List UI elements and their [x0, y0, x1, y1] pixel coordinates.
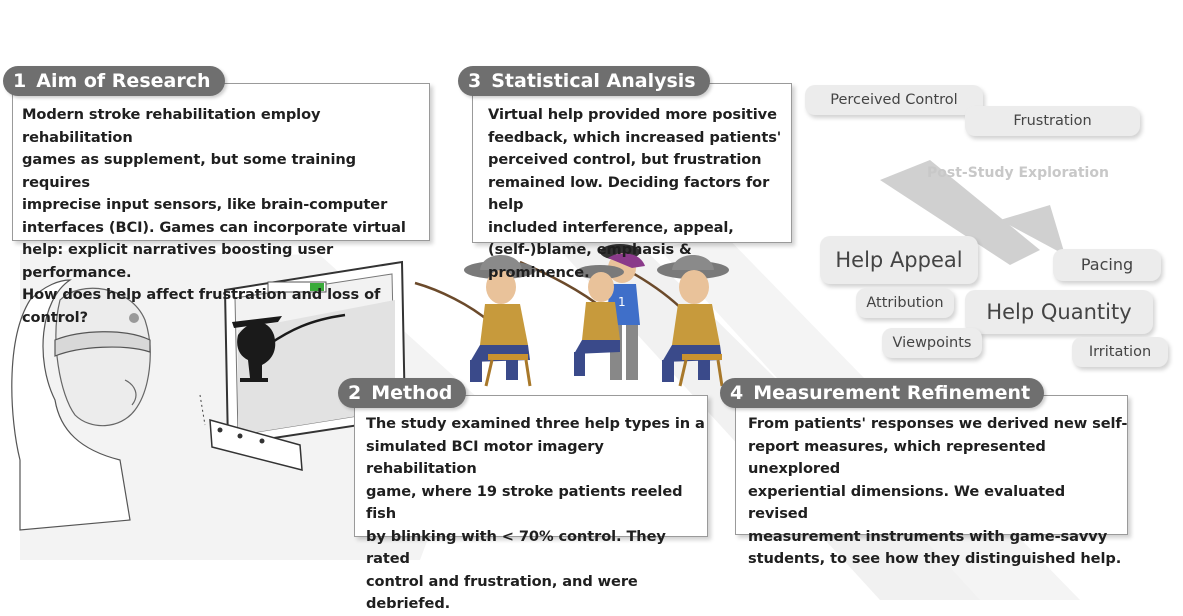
aim-line: interfaces (BCI). Games can incorporate … — [22, 218, 406, 236]
analysis-heading: 3 Statistical Analysis — [458, 66, 710, 96]
tag-irritation: Irritation — [1072, 337, 1168, 367]
analysis-line: remained low. Deciding factors for help — [488, 173, 770, 214]
section-title: Aim of Research — [36, 70, 211, 92]
aim-text: Modern stroke rehabilitation employ reha… — [22, 104, 427, 329]
section-title: Method — [371, 382, 453, 404]
patient-illustration — [11, 279, 151, 531]
exploration-label: Post-Study Exploration — [927, 165, 1109, 181]
tag-help-quantity: Help Quantity — [965, 290, 1153, 334]
method-line: by blinking with < 70% control. They rat… — [366, 527, 666, 568]
method-panel — [354, 395, 708, 537]
background-arrow — [1000, 205, 1065, 255]
analysis-line: feedback, which increased patients' — [488, 128, 782, 146]
aim-line: help: explicit narratives boosting user … — [22, 241, 334, 281]
aim-line: Modern stroke rehabilitation employ reha… — [22, 106, 321, 146]
refinement-panel — [735, 395, 1128, 535]
tag-frustration: Frustration — [965, 106, 1140, 136]
method-line: game, where 19 stroke patients reeled fi… — [366, 482, 683, 523]
method-heading: 2 Method — [338, 378, 467, 408]
section-number: 2 — [348, 382, 362, 404]
refinement-line: From patients' responses we derived new … — [748, 415, 1128, 432]
refinement-text: From patients' responses we derived new … — [748, 413, 1128, 571]
section-number: 4 — [730, 382, 744, 404]
analysis-panel — [472, 83, 792, 243]
refinement-heading: 4 Measurement Refinement — [720, 378, 1045, 408]
section-number: 3 — [468, 70, 482, 92]
tag-viewpoints: Viewpoints — [882, 328, 982, 358]
analysis-line: included interference, appeal, — [488, 218, 734, 236]
method-line: simulated BCI motor imagery rehabilitati… — [366, 437, 604, 478]
monitor-illustration — [199, 260, 407, 471]
refinement-line: students, to see how they distinguished … — [748, 550, 1122, 567]
tag-attribution: Attribution — [856, 288, 954, 318]
analysis-text: Virtual help provided more positive feed… — [488, 104, 788, 284]
aim-panel — [12, 83, 430, 241]
method-line: control and frustration, and were debrie… — [366, 572, 638, 613]
aim-line: imprecise input sensors, like brain-comp… — [22, 196, 388, 213]
analysis-line: (self-)blame, emphasis & prominence. — [488, 241, 692, 281]
background-arrow — [880, 160, 1040, 265]
tag-pacing: Pacing — [1053, 249, 1161, 281]
refinement-line: measurement instruments with game-savvy — [748, 527, 1108, 545]
aim-line: How does help affect frustration and los… — [22, 286, 381, 326]
svg-text:1: 1 — [618, 295, 626, 309]
refinement-line: report measures, which represented unexp… — [748, 437, 1046, 478]
refinement-line: experiential dimensions. We evaluated re… — [748, 482, 1066, 523]
method-text: The study examined three help types in a… — [366, 413, 706, 616]
tag-help-appeal: Help Appeal — [820, 236, 978, 284]
analysis-line: Virtual help provided more positive — [488, 106, 777, 123]
fishermen-illustration: 1 — [464, 244, 729, 387]
section-title: Measurement Refinement — [753, 382, 1031, 404]
tag-perceived-control: Perceived Control — [805, 85, 983, 115]
aim-heading: 1 Aim of Research — [3, 66, 225, 96]
method-line: The study examined three help types in a — [366, 415, 705, 432]
section-number: 1 — [13, 70, 27, 92]
analysis-line: perceived control, but frustration — [488, 151, 762, 168]
aim-line: games as supplement, but some training r… — [22, 151, 356, 191]
section-title: Statistical Analysis — [491, 70, 696, 92]
